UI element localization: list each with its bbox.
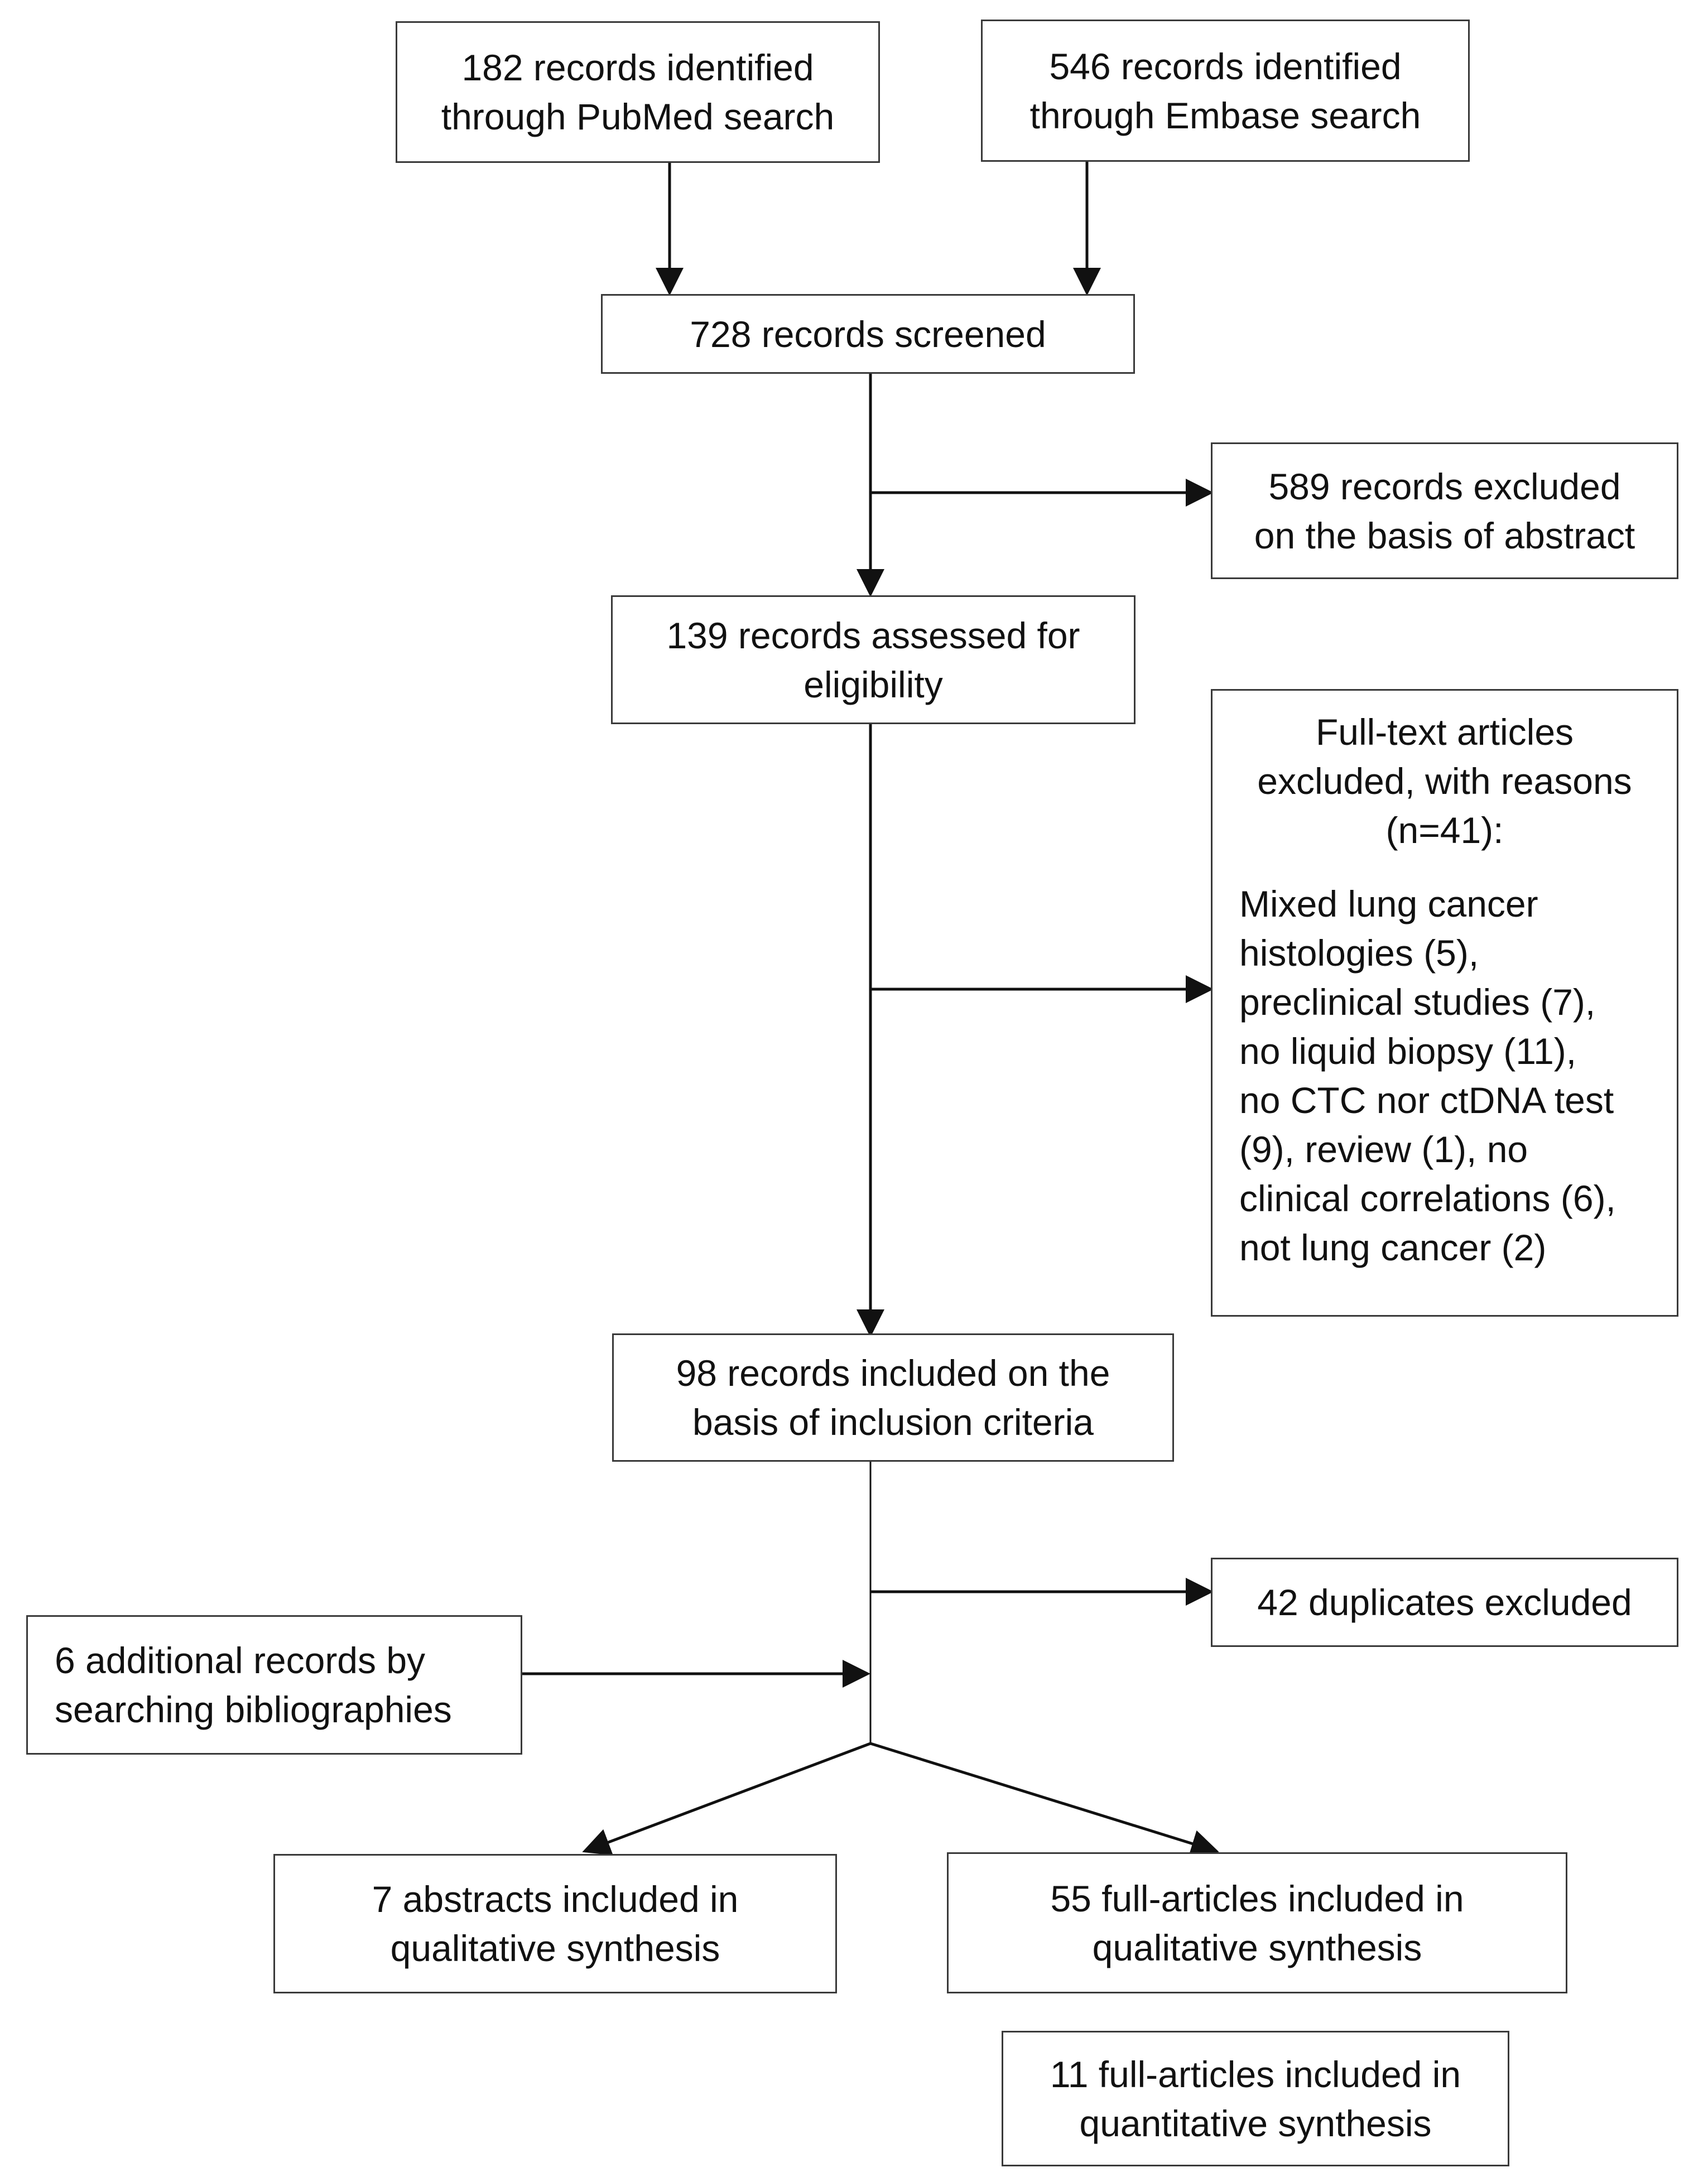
- reason-line: clinical correlations (6),: [1239, 1178, 1616, 1219]
- embase-records-box: 546 records identified through Embase se…: [981, 20, 1470, 162]
- box-text: through Embase search: [1029, 94, 1421, 136]
- box-text: 7 abstracts included in: [372, 1878, 739, 1920]
- box-text: 589 records excluded: [1268, 465, 1621, 507]
- box-text: 139 records assessed for: [666, 614, 1080, 656]
- box-text: 6 additional records by: [55, 1640, 426, 1681]
- box-text: 182 records identified: [461, 47, 814, 88]
- box-text: qualitative synthesis: [1092, 1926, 1422, 1968]
- full-articles-quantitative-box: 11 full-articles included in quantitativ…: [1002, 2031, 1509, 2166]
- abstracts-qualitative-box: 7 abstracts included in qualitative synt…: [273, 1854, 837, 1993]
- box-text: qualitative synthesis: [390, 1928, 720, 1969]
- duplicates-excluded-box: 42 duplicates excluded: [1211, 1558, 1678, 1647]
- box-text: 42 duplicates excluded: [1257, 1582, 1632, 1623]
- box-heading: Full-text articles: [1315, 711, 1574, 753]
- full-articles-qualitative-box: 55 full-articles included in qualitative…: [947, 1852, 1567, 1993]
- box-heading: (n=41):: [1385, 810, 1504, 851]
- included-records-box: 98 records included on the basis of incl…: [612, 1333, 1174, 1462]
- box-text: 546 records identified: [1049, 45, 1402, 87]
- box-text: on the basis of abstract: [1254, 514, 1635, 556]
- reason-line: no CTC nor ctDNA test: [1239, 1080, 1614, 1121]
- box-text: 728 records screened: [690, 313, 1046, 355]
- box-text: 11 full-articles included in: [1050, 2053, 1461, 2095]
- box-text: searching bibliographies: [55, 1689, 452, 1730]
- reason-line: (9), review (1), no: [1239, 1129, 1528, 1170]
- reason-line: Mixed lung cancer: [1239, 883, 1538, 924]
- box-text: eligibility: [804, 663, 943, 705]
- pubmed-records-box: 182 records identified through PubMed se…: [396, 21, 880, 163]
- box-heading: excluded, with reasons: [1257, 760, 1632, 802]
- excluded-abstract-box: 589 records excluded on the basis of abs…: [1211, 442, 1678, 579]
- arrow-to-abstracts: [582, 1742, 871, 1856]
- reason-line: preclinical studies (7),: [1239, 981, 1596, 1023]
- box-text: through PubMed search: [441, 96, 835, 137]
- box-text: basis of inclusion criteria: [692, 1401, 1094, 1443]
- additional-records-box: 6 additional records by searching biblio…: [26, 1615, 522, 1755]
- box-text: quantitative synthesis: [1079, 2102, 1432, 2144]
- spacer: [1239, 855, 1650, 879]
- box-text: 98 records included on the: [676, 1352, 1110, 1394]
- box-text: 55 full-articles included in: [1050, 1877, 1464, 1919]
- screened-records-box: 728 records screened: [601, 294, 1135, 374]
- reason-line: no liquid biopsy (11),: [1239, 1030, 1577, 1072]
- assessed-eligibility-box: 139 records assessed for eligibility: [611, 595, 1136, 724]
- reason-line: histologies (5),: [1239, 932, 1479, 974]
- fulltext-excluded-box: Full-text articles excluded, with reason…: [1211, 689, 1678, 1317]
- arrow-to-full-qual: [870, 1742, 1219, 1857]
- reason-line: not lung cancer (2): [1239, 1227, 1547, 1268]
